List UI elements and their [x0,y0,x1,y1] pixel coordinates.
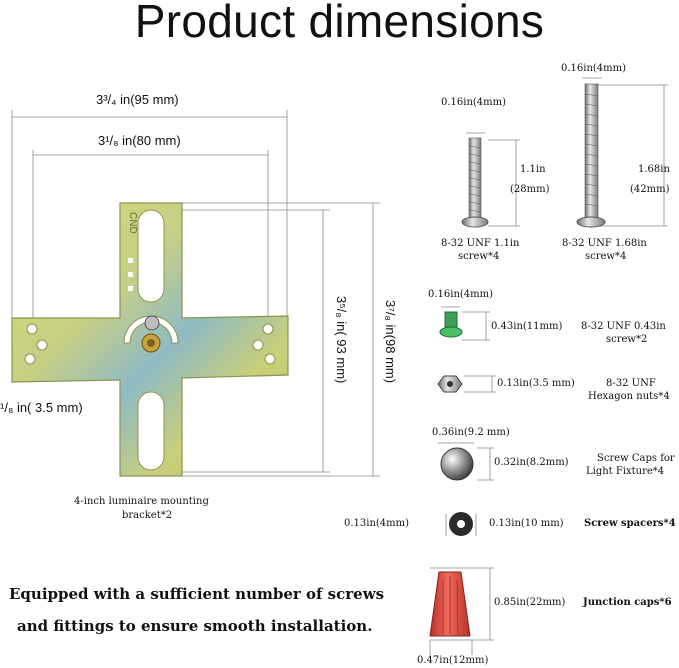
bracket-height-inner: 3⁵/₈ in( 93 mm) [334,296,349,384]
spacer-diameter: 0.13in(10 mm) [489,518,564,529]
short-screw-label-line2: screw*4 [458,251,500,262]
green-screw-diameter: 0.16in(4mm) [428,289,494,300]
bracket-width-inner: 3¹/₈ in(80 mm) [98,133,181,148]
short-screw-length-in: 1.1in [520,164,546,175]
bracket-caption-line2: bracket*2 [122,510,173,521]
junction-cap-height: 0.85in(22mm) [494,597,566,608]
short-screw-diameter: 0.16in(4mm) [441,97,507,108]
green-screw-label-line2: screw*2 [606,334,648,345]
note-line2: and fittings to ensure smooth installati… [17,617,373,635]
long-screw-length-mm: (42mm) [630,184,670,195]
junction-cap-drawing [429,567,494,655]
screw-cap-drawing [438,442,494,481]
long-screw-diameter: 0.16in(4mm) [561,63,627,74]
short-screw-label-line1: 8-32 UNF 1.1in [441,238,520,249]
long-screw-length-in: 1.68in [638,164,670,175]
spacer-thickness: 0.13in(4mm) [344,518,410,529]
screw-cap-label-line1: Screw Caps for [597,453,675,464]
hex-nut-drawing [437,375,496,393]
long-screw-label-line1: 8-32 UNF 1.68in [562,238,647,249]
bracket-dimension-lines [11,110,380,477]
screw-cap-height: 0.32in(8.2mm) [494,457,569,468]
junction-cap-label: Junction caps*6 [583,597,672,608]
bracket-height-outer: 3⁷/₈ in(98 mm) [383,300,398,384]
mounting-bracket [11,202,289,477]
green-screw-drawing [439,306,490,341]
hex-nut-label-line1: 8-32 UNF [606,378,656,389]
spacer-drawing [445,512,477,536]
junction-cap-diameter: 0.47in(12mm) [417,655,489,666]
green-screw-length: 0.43in(11mm) [491,321,563,332]
screw-cap-label-line2: Light Fixture*4 [586,466,665,477]
hex-nut-label-line2: Hexagon nuts*4 [588,391,670,402]
long-screw-label-line2: screw*4 [585,251,627,262]
short-screw-length-mm: (28mm) [510,184,550,195]
bracket-stamp: CND [127,212,138,234]
page-title: Product dimensions [134,0,545,47]
long-screw-drawing [576,77,668,228]
spacer-label: Screw spacers*4 [584,518,676,529]
screw-cap-diameter: 0.36in(9.2 mm) [432,427,510,438]
note-line1: Equipped with a sufficient number of scr… [9,585,385,603]
bracket-hole-size: ¹/₈ in( 3.5 mm) [0,400,83,415]
green-screw-label-line1: 8-32 UNF 0.43in [581,321,666,332]
hex-nut-size: 0.13in(3.5 mm) [497,378,575,389]
bracket-width-outer: 3³/₄ in(95 mm) [96,92,179,107]
short-screw-drawing [461,132,520,228]
bracket-caption-line1: 4-inch luminaire mounting [74,496,209,507]
